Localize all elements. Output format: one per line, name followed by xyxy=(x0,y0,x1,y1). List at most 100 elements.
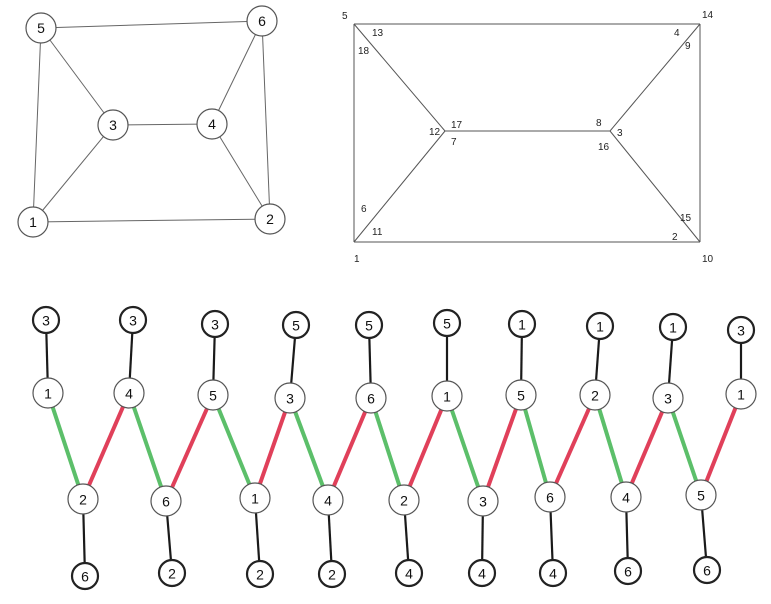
planar-graph: 5 6 3 4 1 2 xyxy=(17,5,286,238)
graph-node-3-label: 3 xyxy=(109,117,117,133)
top-path-node-label: 5 xyxy=(517,388,525,404)
poly-edge-diag-br xyxy=(609,130,701,243)
graph-node-1 xyxy=(17,206,49,238)
bottom-path-node-label: 2 xyxy=(79,492,87,508)
bottom-path-node xyxy=(312,484,344,516)
bottom-leaf-node xyxy=(538,558,568,588)
top-path-node xyxy=(197,379,229,411)
bottom-leaf-node xyxy=(613,556,643,586)
green-edge xyxy=(666,397,703,496)
top-leaf-node-label: 1 xyxy=(596,319,604,335)
poly-label: 3 xyxy=(617,128,623,139)
top-leaf-node-label: 3 xyxy=(42,313,50,329)
top-path-node-label: 5 xyxy=(209,388,217,404)
graph-edge-5-6 xyxy=(40,20,263,29)
graph-edge-4-2 xyxy=(211,123,271,220)
bottom-path-node-label: 6 xyxy=(162,494,170,510)
top-path-node xyxy=(274,382,306,414)
top-path-node-label: 1 xyxy=(443,389,451,405)
bottom-path-node-label: 3 xyxy=(479,494,487,510)
graph-node-4-label: 4 xyxy=(208,116,216,132)
top-path-node xyxy=(113,377,145,409)
graph-edge-5-3 xyxy=(40,27,114,126)
bottom-path-node xyxy=(239,482,271,514)
top-leaf-node-label: 5 xyxy=(365,318,373,334)
poly-edge-diag-tl xyxy=(353,23,446,132)
top-leaf-node xyxy=(726,315,756,345)
graph-node-2-label: 2 xyxy=(266,211,274,227)
red-edge xyxy=(326,397,373,501)
top-leaf-node xyxy=(507,309,537,339)
bottom-path-node xyxy=(467,485,499,517)
graph-node-5-label: 5 xyxy=(37,20,45,36)
top-leaf-node xyxy=(31,305,61,335)
top-path-node xyxy=(505,379,537,411)
top-leaf-node xyxy=(432,308,462,338)
bottom-leaf-node xyxy=(70,561,100,591)
top-path-node-label: 3 xyxy=(664,391,672,407)
poly-label: 8 xyxy=(596,118,602,129)
top-path-node-label: 2 xyxy=(591,388,599,404)
poly-label: 10 xyxy=(702,254,714,265)
poly-label: 16 xyxy=(598,142,610,153)
green-edge xyxy=(127,392,168,502)
graph-edge-5-1 xyxy=(32,27,42,223)
top-leaf-node-label: 3 xyxy=(737,323,745,339)
bottom-leaf-node-label: 6 xyxy=(81,569,89,585)
green-edge xyxy=(445,395,485,502)
bottom-leaf-node xyxy=(692,555,722,585)
top-leaf-node-label: 1 xyxy=(518,317,526,333)
top-leaf-node xyxy=(658,312,688,342)
top-path-node xyxy=(725,378,757,410)
top-path-node-label: 1 xyxy=(44,386,52,402)
bottom-leaf-node xyxy=(394,558,424,588)
bottom-leaf-node xyxy=(317,559,347,589)
red-edge xyxy=(624,397,670,498)
top-path-node-label: 1 xyxy=(737,387,745,403)
bottom-path-node xyxy=(67,483,99,515)
bottom-leaf-node-label: 2 xyxy=(168,566,176,582)
top-leaf-node xyxy=(281,310,311,340)
bottom-leaf-node-label: 4 xyxy=(478,566,486,582)
green-edge xyxy=(519,394,552,498)
poly-label: 14 xyxy=(702,10,714,21)
graph-node-1-label: 1 xyxy=(29,214,37,230)
graph-node-6 xyxy=(246,5,278,37)
bottom-leaf-node xyxy=(157,558,187,588)
red-edge xyxy=(548,394,597,498)
bottom-path-node-label: 5 xyxy=(697,488,705,504)
poly-label: 9 xyxy=(685,41,691,52)
top-path-node-label: 6 xyxy=(367,391,375,407)
poly-label: 18 xyxy=(358,46,370,57)
poly-label: 4 xyxy=(674,28,680,39)
top-path-node xyxy=(652,382,684,414)
bottom-path-node xyxy=(610,481,642,513)
bottom-leaf-node-label: 2 xyxy=(328,567,336,583)
bottom-path-node-label: 2 xyxy=(400,493,408,509)
bottom-leaf-node-label: 4 xyxy=(405,566,413,582)
green-edge xyxy=(369,397,406,501)
top-path-node-label: 3 xyxy=(286,391,294,407)
poly-label: 17 xyxy=(451,120,463,131)
bottom-leaf-node-label: 6 xyxy=(703,563,711,579)
top-leaf-node xyxy=(354,310,384,340)
top-leaf-node-label: 5 xyxy=(443,316,451,332)
green-edge xyxy=(211,394,257,499)
poly-label: 1 xyxy=(354,254,360,265)
green-edge xyxy=(46,392,85,500)
top-leaf-node-label: 3 xyxy=(211,317,219,333)
graph-edge-6-4 xyxy=(211,20,263,125)
green-edge xyxy=(593,394,628,498)
poly-label: 15 xyxy=(680,213,692,224)
poly-edge-diag-tr xyxy=(609,23,701,132)
poly-label: 2 xyxy=(672,232,678,243)
top-path-node xyxy=(355,382,387,414)
poly-label: 7 xyxy=(451,137,457,148)
bottom-path-node-label: 1 xyxy=(251,491,259,507)
top-leaf-node xyxy=(118,305,148,335)
red-edge xyxy=(699,393,743,496)
poly-label: 13 xyxy=(372,28,384,39)
bottom-path-node-label: 4 xyxy=(324,493,332,509)
